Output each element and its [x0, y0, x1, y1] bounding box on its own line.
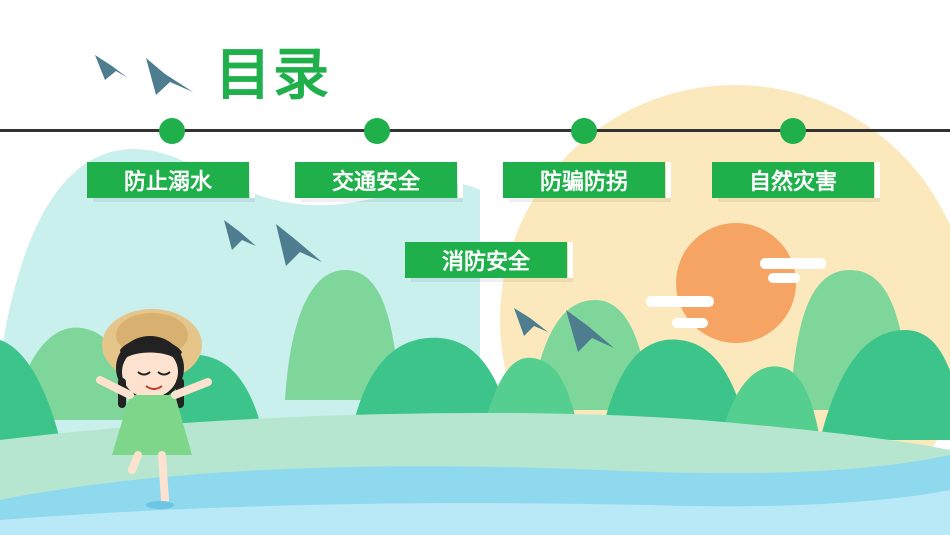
sun [676, 223, 796, 343]
timeline-dot [571, 118, 597, 144]
bird-icons [95, 55, 614, 352]
menu-item-traffic-safety[interactable]: 交通安全 [295, 162, 463, 198]
water-highlight [0, 490, 950, 535]
menu-item-natural-disasters[interactable]: 自然灾害 [712, 162, 880, 198]
timeline-dot [780, 118, 806, 144]
girl-illustration [96, 309, 212, 509]
menu-item-fire-safety[interactable]: 消防安全 [405, 242, 573, 278]
menu-item-anti-fraud-abduction[interactable]: 防骗防拐 [503, 162, 671, 198]
timeline-line [0, 129, 950, 132]
menu-item-drowning-prevention[interactable]: 防止溺水 [87, 162, 255, 198]
timeline-dot [364, 118, 390, 144]
cloud [646, 258, 826, 328]
timeline-dot [159, 118, 185, 144]
page-title: 目录 [215, 43, 331, 108]
